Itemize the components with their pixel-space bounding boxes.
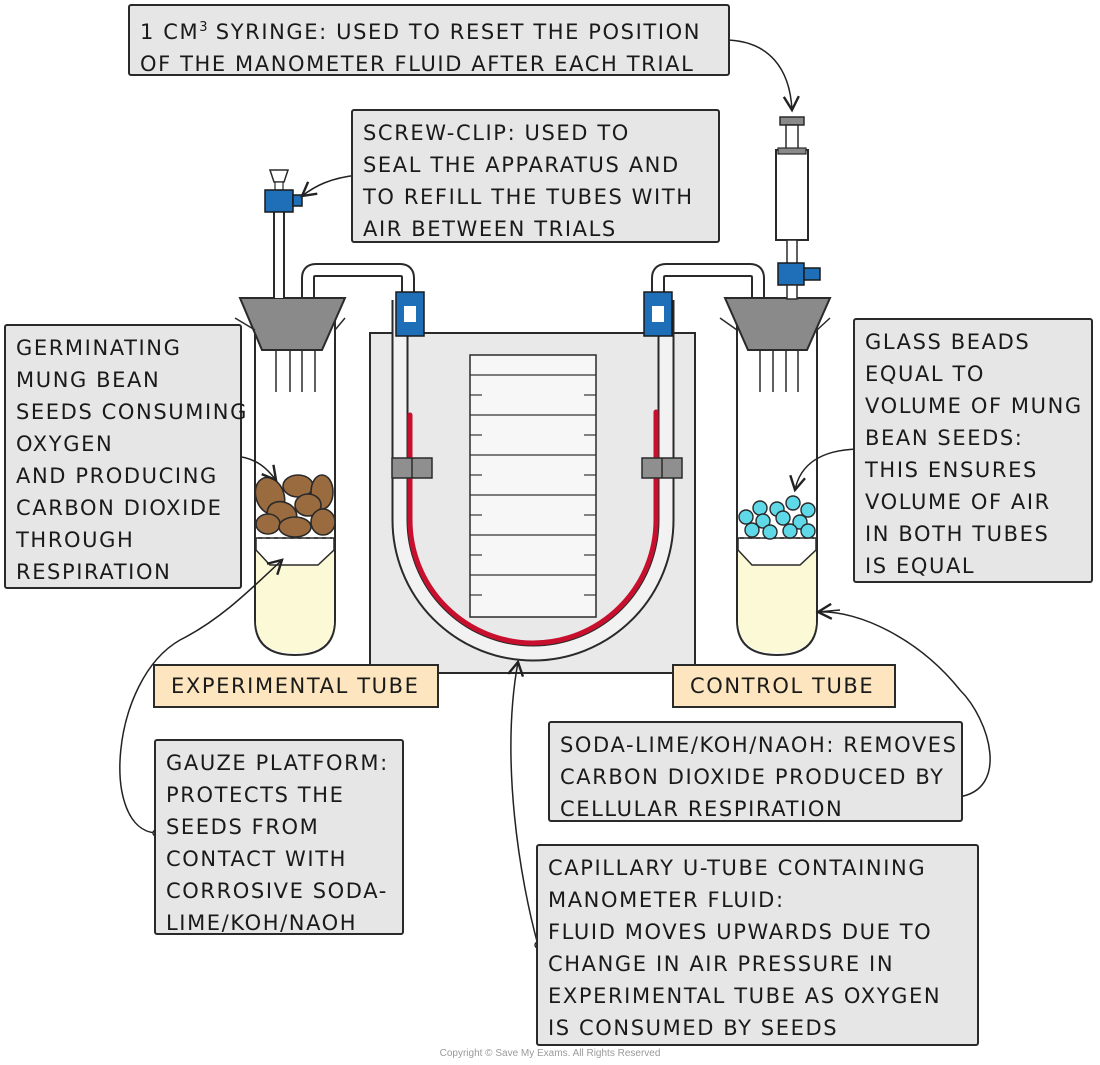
label-experimental-tube: EXPERIMENTAL TUBE (153, 664, 439, 708)
tube-connector-left (395, 291, 425, 337)
glass-beads (738, 495, 816, 540)
arrow-glass-beads (789, 448, 859, 493)
scale-board (369, 332, 696, 674)
label-screw-clip: SCREW-CLIP: USED TO SEAL THE APPARATUS A… (351, 109, 720, 243)
label-gauze-platform: GAUZE PLATFORM: PROTECTS THE SEEDS FROM … (154, 739, 404, 935)
label-capillary-u-tube: CAPILLARY U-TUBE CONTAINING MANOMETER FL… (536, 844, 979, 1046)
gauze-platform-experimental (255, 537, 335, 566)
connector-tube-left (301, 263, 415, 300)
arrow-screw-clip (300, 174, 359, 198)
label-syringe: 1 cm3 SYRINGE: USED TO RESET THE POSITIO… (128, 4, 730, 76)
soda-lime-control (738, 550, 816, 653)
label-control-tube: CONTROL TUBE (672, 664, 896, 708)
manometer-fluid (407, 409, 659, 646)
arrow-capillary (507, 659, 539, 946)
control-tube (719, 297, 832, 657)
screw-clip (264, 169, 303, 213)
gauze-platform-control (737, 537, 817, 566)
label-glass-beads: GLASS BEADS EQUAL TO VOLUME OF MUNG BEAN… (853, 318, 1093, 583)
leader-lines (119, 39, 991, 946)
soda-lime-experimental (256, 550, 334, 653)
connector-tube-right (651, 263, 765, 300)
arrow-soda-lime (815, 602, 991, 798)
u-tube-clamp-left (391, 457, 433, 479)
arrow-gauze (119, 558, 284, 834)
scale-ticks (470, 374, 596, 596)
bung-experimental (238, 297, 347, 351)
tube-connector-right (643, 291, 673, 337)
syringe (775, 116, 821, 300)
arrow-syringe (723, 39, 800, 113)
capillary-u-tube (391, 300, 675, 662)
copyright-notice: Copyright © Save My Exams. All Rights Re… (439, 1048, 661, 1059)
experimental-tube (234, 297, 347, 657)
label-germinating-seeds: GERMINATING MUNG BEAN SEEDS CONSUMING OX… (4, 324, 246, 589)
u-tube-clamp-right (641, 457, 683, 479)
mung-bean-seeds (254, 474, 336, 538)
label-soda-lime: SODA-LIME/KOH/NaOH: REMOVES CARBON DIOXI… (548, 721, 963, 822)
